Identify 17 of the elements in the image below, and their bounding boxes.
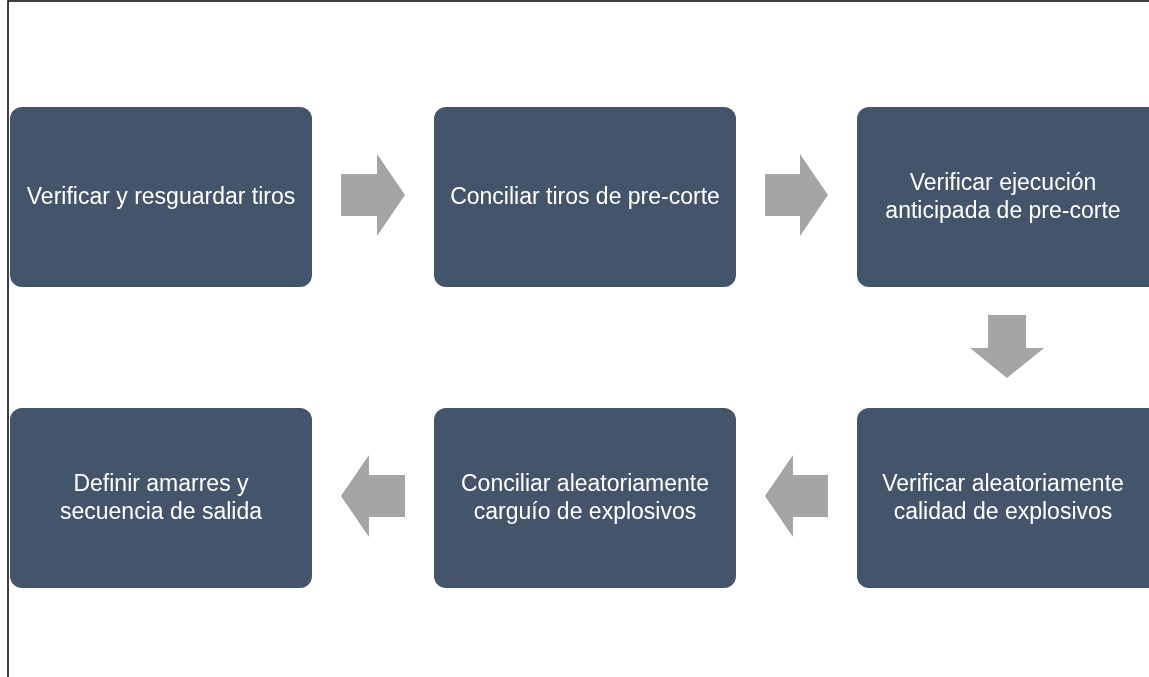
block-arrow: [341, 455, 405, 537]
process-box: [10, 408, 312, 588]
block-arrow: [970, 315, 1044, 378]
block-arrow: [765, 455, 828, 537]
process-box: [434, 107, 736, 287]
step-label: Conciliar aleatoriamente carguío de explosivos: [460, 470, 710, 526]
block-arrow: [765, 154, 828, 236]
process-box: [857, 408, 1149, 588]
step-label: Verificar aleatoriamente calidad de explosivos: [881, 470, 1125, 526]
process-box: [434, 408, 736, 588]
step-label: Definir amarres y secuencia de salida: [59, 470, 263, 526]
process-box: [10, 107, 312, 287]
step-label: Verificar y resguardar tiros: [26, 183, 296, 211]
step-label: Conciliar tiros de pre-corte: [450, 183, 720, 211]
step-label: Verificar ejecución anticipada de pre-corte: [884, 169, 1122, 225]
block-arrow: [341, 154, 405, 236]
process-box: [857, 107, 1149, 287]
